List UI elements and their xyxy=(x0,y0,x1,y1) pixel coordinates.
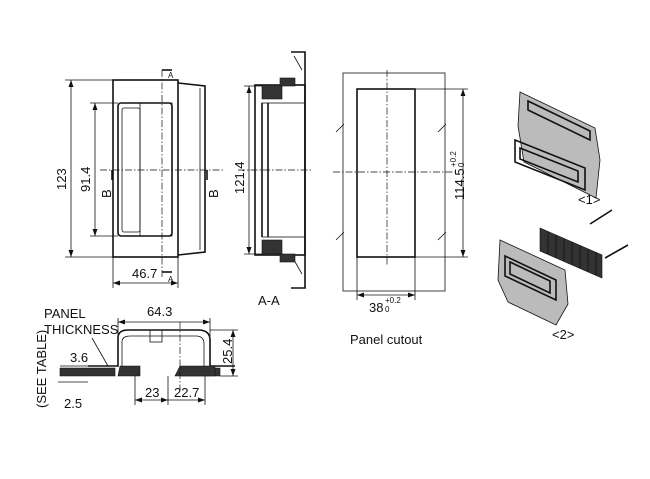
section-a-bottom-letter: A xyxy=(168,275,174,284)
iso1-label: <1> xyxy=(578,192,600,207)
dim-46-text: 46.7 xyxy=(132,266,157,281)
panel-thickness-leader xyxy=(91,337,109,367)
dim-123-text: 123 xyxy=(54,168,69,190)
iso1-handle xyxy=(514,138,586,192)
dim-46-arrow-left xyxy=(113,280,120,286)
dim-22-arrow-right xyxy=(198,397,205,403)
dim-38-tol-lower: 0 xyxy=(385,305,390,314)
dim-64-text: 64.3 xyxy=(147,304,172,319)
front-view: A A B B 123 91.4 46.7 xyxy=(54,69,225,288)
section-aa-label: A-A xyxy=(258,293,280,308)
dim-25-arrow-top xyxy=(230,330,236,337)
dim-3-6-text: 3.6 xyxy=(70,350,88,365)
iso2-screw-1 xyxy=(604,244,629,259)
recess-inner-right xyxy=(139,102,173,237)
section-aa-view: 121.4 A-A xyxy=(232,51,312,308)
handle-lip xyxy=(177,82,206,256)
panel-outline xyxy=(342,72,446,292)
dim-64-arrow-right xyxy=(203,319,210,325)
iso-view-1: <1> xyxy=(514,91,601,207)
dim-114-tol-lower: 0 xyxy=(457,162,466,167)
flange-outline xyxy=(112,79,179,258)
iso2-back-cover xyxy=(539,227,603,279)
dim-23-arrow-right xyxy=(161,397,168,403)
iso2-handle xyxy=(504,254,557,302)
iso1-slot xyxy=(527,99,591,142)
bb-lip-left xyxy=(117,365,141,377)
break-marks xyxy=(335,123,447,241)
dim-123-arrow-bottom xyxy=(68,250,74,257)
dim-121-text: 121.4 xyxy=(232,161,247,194)
dim-114-text: 114.5 xyxy=(452,168,467,200)
dim-114-arrow-bottom xyxy=(460,250,466,257)
section-bb-view: 64.3 25.4 3.6 2.5 23 22.7 PANEL THICKNES… xyxy=(34,304,238,411)
bottom-lip xyxy=(279,253,296,263)
dim-121-arrow-top xyxy=(246,86,252,93)
dim-114-tol-upper: +0.2 xyxy=(449,151,458,167)
panel-hatch-2 xyxy=(293,259,303,275)
recess-outline xyxy=(117,102,173,237)
top-clip xyxy=(261,84,283,100)
panel-thickness-label-2: THICKNESS xyxy=(44,322,119,337)
dim-91-arrow-top xyxy=(92,103,98,110)
iso2-screw-2 xyxy=(589,209,613,225)
bottom-clip xyxy=(261,239,283,255)
iso2-handle-recess xyxy=(509,260,551,295)
bb-panel-left xyxy=(59,367,116,377)
section-a-top-letter: A xyxy=(168,71,174,80)
dim-38-tol-upper: +0.2 xyxy=(385,296,401,305)
panel-hatch-1 xyxy=(293,55,303,71)
iso2-label: <2> xyxy=(552,327,574,342)
dim-23-text: 23 xyxy=(145,385,159,400)
bb-body-inner xyxy=(121,335,205,366)
dim-38-text: 38 xyxy=(369,300,383,315)
see-table-label: (SEE TABLE) xyxy=(34,330,49,408)
section-b-left-letter: B xyxy=(99,189,114,198)
dim-114-arrow-top xyxy=(460,89,466,96)
bb-lip-right xyxy=(174,365,216,377)
dim-46-arrow-right xyxy=(171,280,178,286)
dim-123-arrow-top xyxy=(68,80,74,87)
dim-38-arrow-right xyxy=(408,292,415,298)
dim-64-arrow-left xyxy=(118,319,125,325)
dim-114-label: 114.5 +0.2 0 xyxy=(449,151,467,200)
dim-22-text: 22.7 xyxy=(174,385,199,400)
dim-2-5-text: 2.5 xyxy=(64,396,82,411)
iso2-back-cover-ribs xyxy=(547,232,597,275)
dim-91-text: 91.4 xyxy=(78,167,93,192)
panel-thickness-label-1: PANEL xyxy=(44,306,86,321)
dim-38-arrow-left xyxy=(357,292,364,298)
dim-121-arrow-bottom xyxy=(246,247,252,254)
section-b-right-letter: B xyxy=(206,189,221,198)
dim-25-arrow-bottom xyxy=(230,369,236,376)
panel-cutout-view: 114.5 +0.2 0 38 +0.2 0 Panel cutout xyxy=(333,70,468,347)
top-lip xyxy=(279,77,296,87)
panel-cutout-label: Panel cutout xyxy=(350,332,423,347)
cutout-rect xyxy=(356,88,416,258)
bb-clip xyxy=(149,329,163,343)
dim-25-text: 25.4 xyxy=(220,339,235,364)
iso1-handle-recess xyxy=(519,146,579,184)
iso1-panel xyxy=(517,91,601,199)
iso-view-2: <2> xyxy=(497,209,629,342)
dim-23-arrow-left xyxy=(135,397,142,403)
dim-91-arrow-bottom xyxy=(92,229,98,236)
